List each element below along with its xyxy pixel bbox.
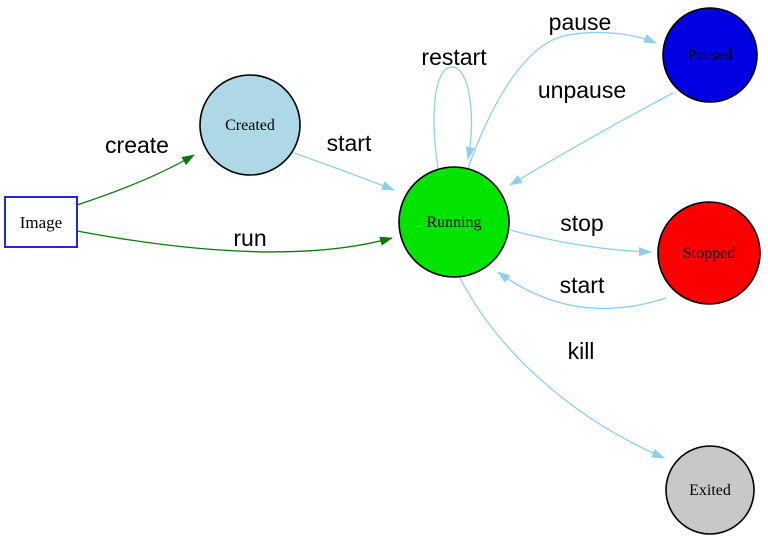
node-created-circle	[199, 74, 301, 176]
edge-start-stopped-path	[497, 271, 667, 310]
node-stopped-label: Stopped	[683, 245, 735, 262]
edge-restart-path	[433, 66, 475, 169]
edge-stop: stop	[509, 210, 652, 257]
edge-stop-path	[509, 229, 652, 257]
edge-create: create	[76, 132, 195, 206]
edge-start-stopped-label: start	[560, 272, 605, 298]
edge-create-label: create	[105, 132, 169, 158]
node-exited: Exited	[665, 445, 755, 535]
node-running-circle	[398, 166, 510, 278]
edge-stop-label: stop	[560, 210, 603, 236]
edge-unpause-path	[509, 92, 674, 186]
edge-pause: pause	[466, 9, 657, 172]
edge-start-stopped: start	[497, 271, 667, 310]
node-stopped-circle	[657, 201, 761, 305]
edge-run: run	[76, 225, 393, 253]
edge-pause-path	[466, 31, 657, 172]
edge-create-path	[76, 154, 195, 206]
edge-start-created-label: start	[327, 130, 372, 156]
node-stopped: Stopped	[657, 201, 761, 305]
edge-restart-label: restart	[421, 44, 487, 70]
edge-run-label: run	[233, 225, 266, 251]
edge-unpause-label: unpause	[538, 77, 626, 103]
node-created-label: Created	[225, 117, 275, 134]
edge-kill-path	[458, 275, 665, 459]
edge-restart: restart	[421, 44, 487, 169]
node-paused: Paused	[662, 7, 758, 103]
node-image: Image	[4, 196, 78, 248]
edge-kill-label: kill	[568, 338, 595, 364]
node-image-box	[4, 196, 78, 248]
edge-pause-label: pause	[549, 9, 612, 35]
edge-kill: kill	[458, 275, 665, 459]
node-image-label: Image	[20, 213, 62, 232]
edge-start-created: start	[293, 130, 395, 191]
node-running: Running	[398, 166, 510, 278]
node-exited-circle	[665, 445, 755, 535]
node-paused-circle	[662, 7, 758, 103]
node-exited-label: Exited	[689, 482, 731, 499]
edge-start-created-path	[293, 152, 395, 191]
edge-unpause: unpause	[509, 77, 674, 186]
node-running-label: Running	[426, 214, 481, 231]
node-created: Created	[199, 74, 301, 176]
node-paused-label: Paused	[687, 47, 732, 64]
edge-run-path	[76, 230, 393, 253]
